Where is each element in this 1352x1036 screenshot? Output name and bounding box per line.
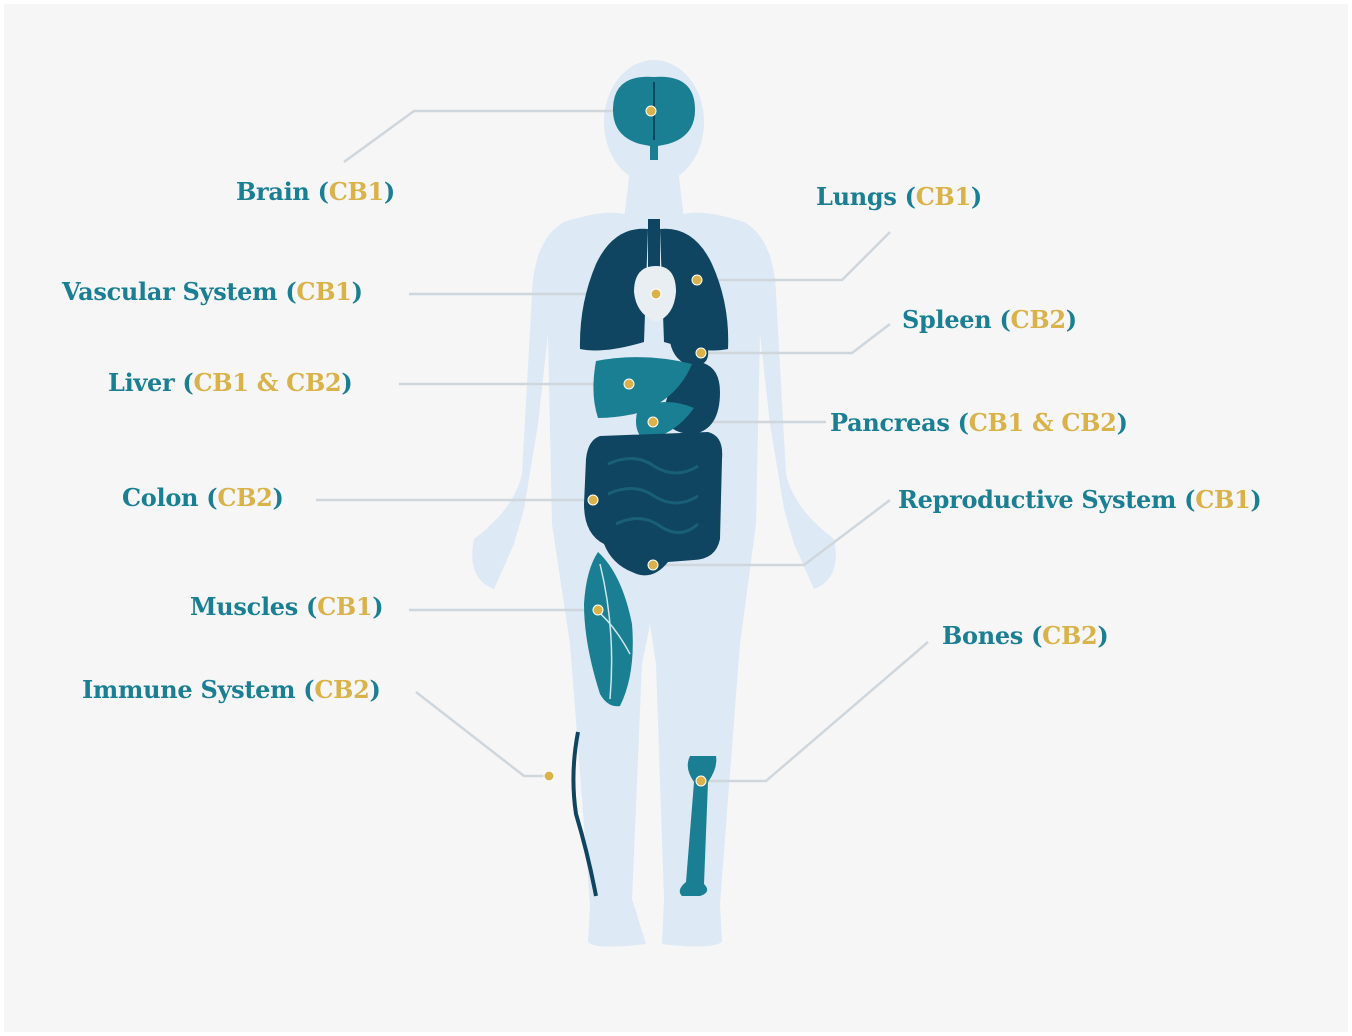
- label-lungs-name: Lungs: [816, 182, 897, 211]
- label-liver-receptor: CB1 & CB2: [193, 368, 341, 397]
- body-diagram: [4, 4, 1348, 1032]
- label-colon-name: Colon: [122, 483, 198, 512]
- label-lungs-receptor: CB1: [916, 182, 971, 211]
- leader-line-immune: [416, 692, 549, 776]
- marker-lungs: [692, 275, 702, 285]
- marker-vascular: [651, 289, 661, 299]
- label-vascular-receptor: CB1: [296, 277, 351, 306]
- marker-spleen: [696, 348, 706, 358]
- label-bones-name: Bones: [942, 621, 1023, 650]
- label-immune: Immune System (CB2): [82, 675, 381, 705]
- label-reproductive-receptor: CB1: [1195, 485, 1250, 514]
- label-vascular: Vascular System (CB1): [62, 277, 363, 307]
- label-muscles: Muscles (CB1): [190, 592, 383, 622]
- label-muscles-receptor: CB1: [317, 592, 372, 621]
- diagram-canvas: Brain (CB1) Vascular System (CB1) Liver …: [4, 4, 1348, 1032]
- label-reproductive-name: Reproductive System: [898, 485, 1176, 514]
- marker-colon: [588, 495, 598, 505]
- label-spleen-name: Spleen: [902, 305, 991, 334]
- label-immune-name: Immune System: [82, 675, 295, 704]
- label-bones: Bones (CB2): [942, 621, 1108, 651]
- leader-line-brain: [344, 111, 649, 162]
- label-brain-name: Brain: [236, 177, 310, 206]
- label-brain: Brain (CB1): [236, 177, 395, 207]
- label-pancreas: Pancreas (CB1 & CB2): [830, 408, 1128, 438]
- label-liver: Liver (CB1 & CB2): [108, 368, 352, 398]
- label-pancreas-receptor: CB1 & CB2: [969, 408, 1117, 437]
- marker-muscles: [593, 605, 603, 615]
- marker-immune: [544, 771, 554, 781]
- marker-bones: [696, 776, 706, 786]
- marker-reproductive: [648, 560, 658, 570]
- label-colon-receptor: CB2: [217, 483, 272, 512]
- marker-liver: [624, 379, 634, 389]
- label-vascular-name: Vascular System: [62, 277, 277, 306]
- label-muscles-name: Muscles: [190, 592, 298, 621]
- label-spleen-receptor: CB2: [1011, 305, 1066, 334]
- label-lungs: Lungs (CB1): [816, 182, 982, 212]
- label-liver-name: Liver: [108, 368, 174, 397]
- label-bones-receptor: CB2: [1042, 621, 1097, 650]
- marker-brain: [646, 106, 656, 116]
- label-colon: Colon (CB2): [122, 483, 284, 513]
- label-brain-receptor: CB1: [329, 177, 384, 206]
- marker-pancreas: [648, 417, 658, 427]
- label-pancreas-name: Pancreas: [830, 408, 950, 437]
- label-immune-receptor: CB2: [314, 675, 369, 704]
- label-spleen: Spleen (CB2): [902, 305, 1077, 335]
- label-reproductive: Reproductive System (CB1): [898, 485, 1261, 515]
